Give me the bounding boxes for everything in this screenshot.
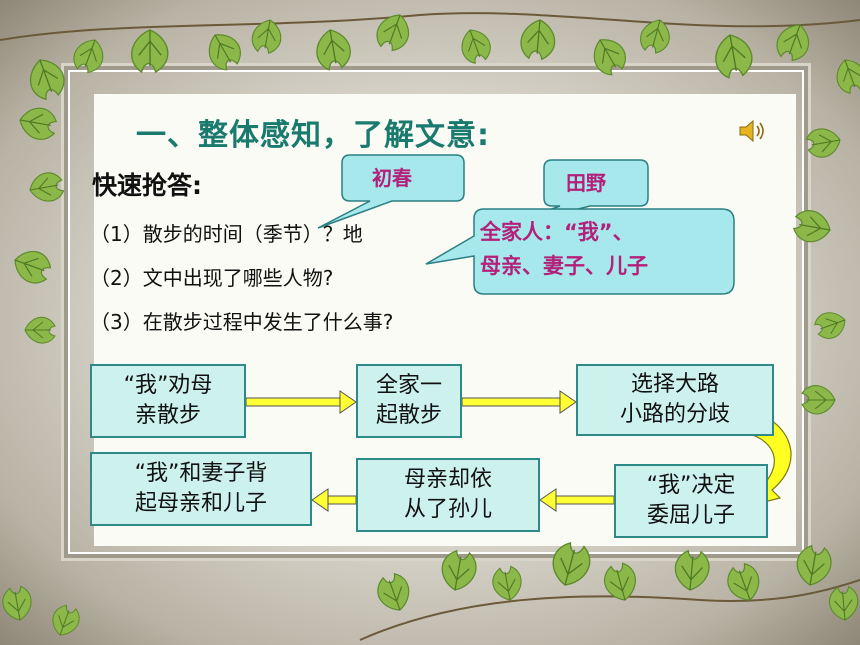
- callout-spring-bubble: [317, 154, 465, 229]
- callout-people-line1: 全家人：“我”、: [480, 220, 634, 244]
- arrow-2-to-3: [461, 390, 577, 414]
- callout-people-line2: 母亲、妻子、儿子: [480, 254, 648, 278]
- callout-spring-text: 初春: [372, 166, 412, 190]
- callout-people-bubble: [425, 208, 735, 295]
- flow-step-3: 选择大路小路的分歧: [576, 364, 774, 436]
- flow-step-2-line1: 全家一: [375, 373, 442, 398]
- question-3: （3）在散步过程中发生了什么事?: [90, 310, 394, 334]
- flow-step-1: “我”劝母亲散步: [90, 364, 246, 438]
- flow-step-2-line2: 起散步: [375, 403, 442, 428]
- picture-frame: [64, 66, 808, 558]
- flow-step-6-line1: “我”和妻子背: [134, 461, 268, 486]
- speaker-icon[interactable]: [738, 118, 768, 144]
- arrow-4-to-5: [539, 488, 615, 512]
- arrow-5-to-6: [311, 488, 357, 512]
- flow-step-4-line2: 委屈儿子: [646, 503, 735, 528]
- question-1: （1）散步的时间（季节）？地: [90, 222, 363, 246]
- flow-step-4-line1: “我”决定: [646, 473, 736, 498]
- slide-title: 一、整体感知，了解文意:: [136, 118, 490, 153]
- question-2: （2）文中出现了哪些人物?: [90, 266, 334, 290]
- flow-step-2: 全家一起散步: [356, 364, 462, 438]
- callout-field-text: 田野: [566, 171, 606, 195]
- flow-step-5: 母亲却依从了孙儿: [356, 458, 540, 532]
- flow-step-3-line1: 选择大路: [630, 372, 719, 397]
- quick-answer-label: 快速抢答:: [92, 171, 202, 200]
- flow-step-4: “我”决定委屈儿子: [614, 464, 768, 538]
- arrow-1-to-2: [245, 390, 357, 414]
- flow-step-6: “我”和妻子背起母亲和儿子: [90, 452, 312, 526]
- flow-step-3-line2: 小路的分歧: [619, 402, 730, 427]
- flow-step-1-line2: 亲散步: [134, 403, 201, 428]
- flow-step-6-line2: 起母亲和儿子: [134, 491, 267, 516]
- flow-step-1-line1: “我”劝母: [123, 373, 213, 398]
- flow-step-5-line1: 母亲却依: [403, 467, 492, 492]
- flow-step-5-line2: 从了孙儿: [403, 497, 492, 522]
